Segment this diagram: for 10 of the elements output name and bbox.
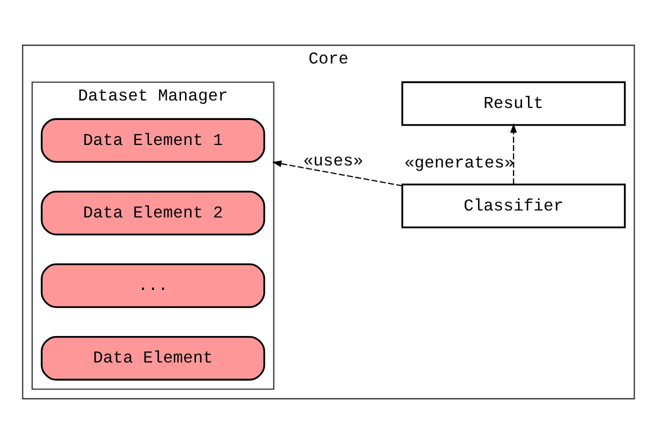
edge-label: «uses»: [303, 152, 364, 172]
node-box: ...: [40, 262, 266, 308]
node-box: Data Element: [40, 335, 266, 380]
edge-label: «generates»: [404, 154, 514, 174]
node-box: Data Element 2: [40, 190, 266, 235]
node-box: Classifier: [401, 183, 626, 228]
node-box: Result: [401, 80, 626, 126]
node-box: Data Element 1: [40, 118, 266, 162]
arrow: [272, 160, 402, 186]
arrow: [510, 122, 517, 184]
